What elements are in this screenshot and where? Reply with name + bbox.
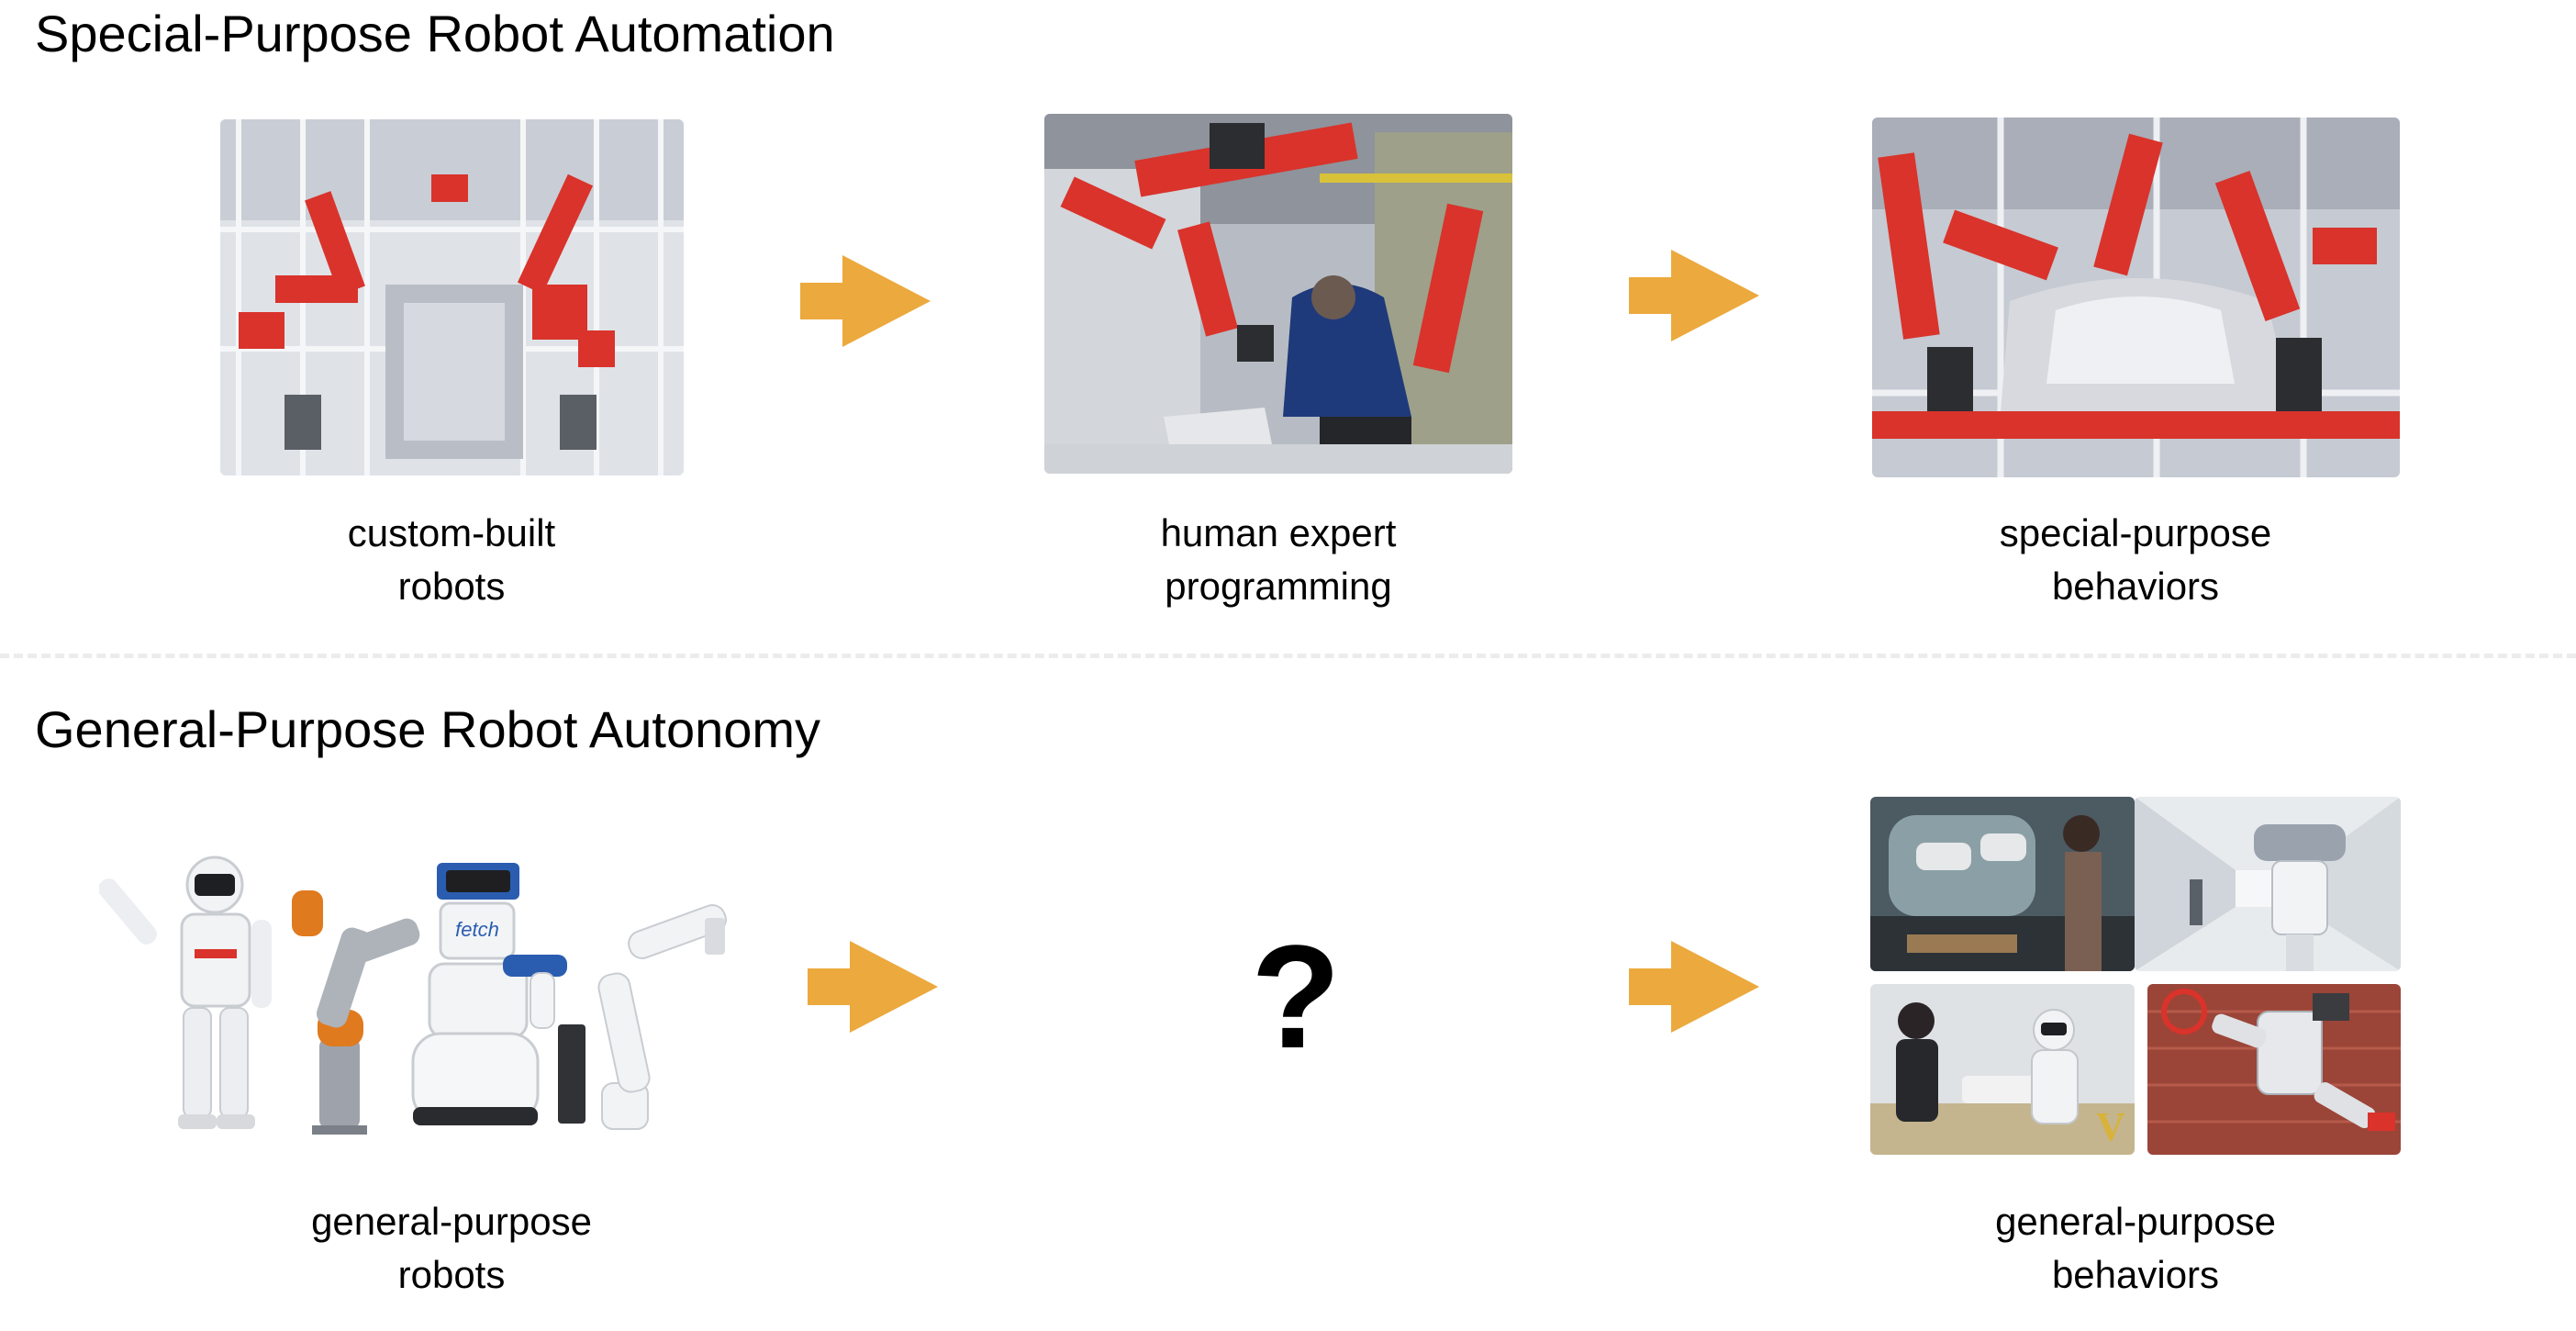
asimo-serving-photo: V [1870, 984, 2135, 1155]
arrow-right-icon [1629, 941, 1759, 1033]
white-robot-arm-icon [597, 904, 727, 1130]
arrow-right-icon [800, 255, 931, 347]
unknown-method-question-mark: ? [1251, 914, 1341, 1079]
special-purpose-behaviors-photo [1872, 117, 2400, 477]
hospital-corridor-robot-photo [2135, 797, 2401, 971]
arrow-right-icon [808, 941, 938, 1033]
section-title-special-purpose: Special-Purpose Robot Automation [35, 5, 835, 62]
caption-special-purpose-behaviors: special-purpose behaviors [1999, 511, 2272, 608]
tile-letter-text: V [2096, 1104, 2125, 1149]
caption-human-expert-programming: human expert programming [1160, 511, 1397, 608]
fetch-logo-text: fetch [455, 918, 499, 941]
section-divider [0, 654, 2576, 658]
kuka-arm-icon [292, 890, 420, 1135]
general-purpose-robots-image: fetch [98, 854, 749, 1166]
fetch-robot-icon: fetch [411, 863, 585, 1125]
kitchen-robot-photo [1870, 797, 2135, 971]
caption-general-purpose-robots: general-purpose robots [311, 1200, 592, 1296]
factory-robots-photo [220, 119, 684, 475]
human-expert-programming-photo [1044, 114, 1512, 474]
valve-turning-robot-photo [2147, 984, 2401, 1155]
caption-general-purpose-behaviors: general-purpose behaviors [1995, 1200, 2276, 1296]
caption-custom-built-robots: custom-built robots [347, 511, 556, 608]
humanoid-robot-icon [98, 856, 272, 1129]
arrow-right-icon [1629, 250, 1759, 341]
section-title-general-purpose: General-Purpose Robot Autonomy [35, 700, 821, 758]
